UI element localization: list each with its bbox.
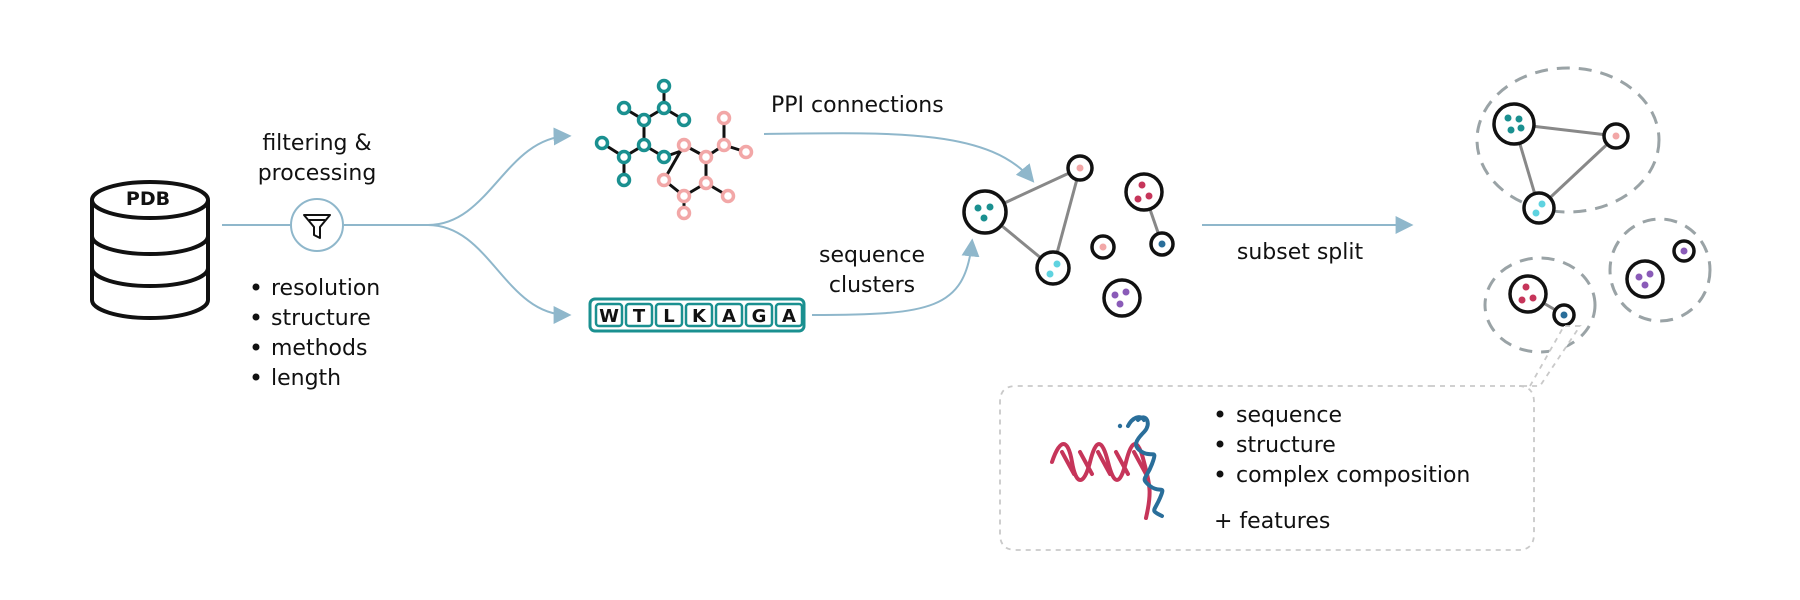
sequence-letter: K bbox=[692, 306, 707, 327]
flow-arrow-ppi-to-graph bbox=[763, 132, 1035, 183]
sequence-letter: A bbox=[722, 306, 736, 327]
protein-node bbox=[1066, 154, 1094, 182]
sequence-letter: A bbox=[782, 306, 796, 327]
protein-node bbox=[1522, 191, 1556, 225]
subset-groups bbox=[1475, 66, 1712, 354]
sequence-letter: T bbox=[633, 306, 646, 327]
svg-text:sequence: sequence bbox=[1236, 403, 1342, 428]
protein-node bbox=[1124, 172, 1164, 212]
flow-arrow-to-ppi bbox=[427, 127, 572, 226]
protein-node bbox=[1090, 234, 1116, 260]
network-graph bbox=[962, 154, 1175, 318]
sequence-label-line1: sequence bbox=[819, 243, 925, 268]
svg-text:structure: structure bbox=[1236, 433, 1336, 458]
protein-node bbox=[1035, 250, 1071, 286]
svg-text:resolution: resolution bbox=[271, 276, 380, 301]
details-extra: + features bbox=[1214, 509, 1330, 534]
svg-text:complex composition: complex composition bbox=[1236, 463, 1470, 488]
criteria-item: structure bbox=[252, 306, 371, 331]
details-list: sequence structure complex composition bbox=[1216, 403, 1470, 488]
protein-node bbox=[1492, 102, 1536, 146]
filter-circle bbox=[290, 198, 344, 252]
molecular-graph-icon bbox=[594, 78, 754, 221]
split-label: subset split bbox=[1237, 240, 1364, 265]
ppi-label: PPI connections bbox=[771, 93, 944, 118]
protein-node bbox=[1102, 278, 1142, 318]
svg-text:structure: structure bbox=[271, 306, 371, 331]
svg-text:length: length bbox=[271, 366, 341, 391]
flow-arrow-seq-to-graph bbox=[811, 238, 980, 316]
details-item: structure bbox=[1216, 433, 1336, 458]
subset-group bbox=[1475, 66, 1661, 214]
details-item: complex composition bbox=[1216, 463, 1470, 488]
filter-title-line2: processing bbox=[258, 161, 377, 186]
protein-node bbox=[1149, 231, 1175, 257]
criteria-item: length bbox=[252, 366, 341, 391]
sequence-letter: L bbox=[663, 306, 674, 327]
filter-title-line1: filtering & bbox=[262, 131, 371, 156]
details-item: sequence bbox=[1216, 403, 1342, 428]
protein-node bbox=[1508, 274, 1548, 314]
subset-group bbox=[1483, 256, 1597, 354]
protein-helix-icon bbox=[1050, 415, 1165, 520]
protein-node bbox=[1625, 259, 1665, 299]
sequence-box: W T L K A G A bbox=[588, 297, 806, 333]
sequence-letter: G bbox=[752, 306, 767, 327]
svg-text:methods: methods bbox=[271, 336, 367, 361]
protein-node bbox=[1672, 239, 1696, 263]
sequence-label-line2: clusters bbox=[829, 273, 915, 298]
protein-node bbox=[962, 189, 1008, 235]
criteria-list: resolution structure methods length bbox=[252, 276, 380, 391]
protein-node bbox=[1602, 122, 1630, 150]
flow-arrow-to-sequence bbox=[427, 224, 572, 324]
protein-node bbox=[1552, 303, 1576, 327]
sequence-letter: W bbox=[599, 306, 619, 327]
database-icon bbox=[90, 180, 210, 320]
subset-group bbox=[1608, 217, 1712, 323]
criteria-item: resolution bbox=[252, 276, 380, 301]
callout-box bbox=[999, 325, 1582, 551]
criteria-item: methods bbox=[252, 336, 367, 361]
database-label: PDB bbox=[126, 188, 170, 210]
filter-funnel-icon bbox=[303, 214, 331, 239]
